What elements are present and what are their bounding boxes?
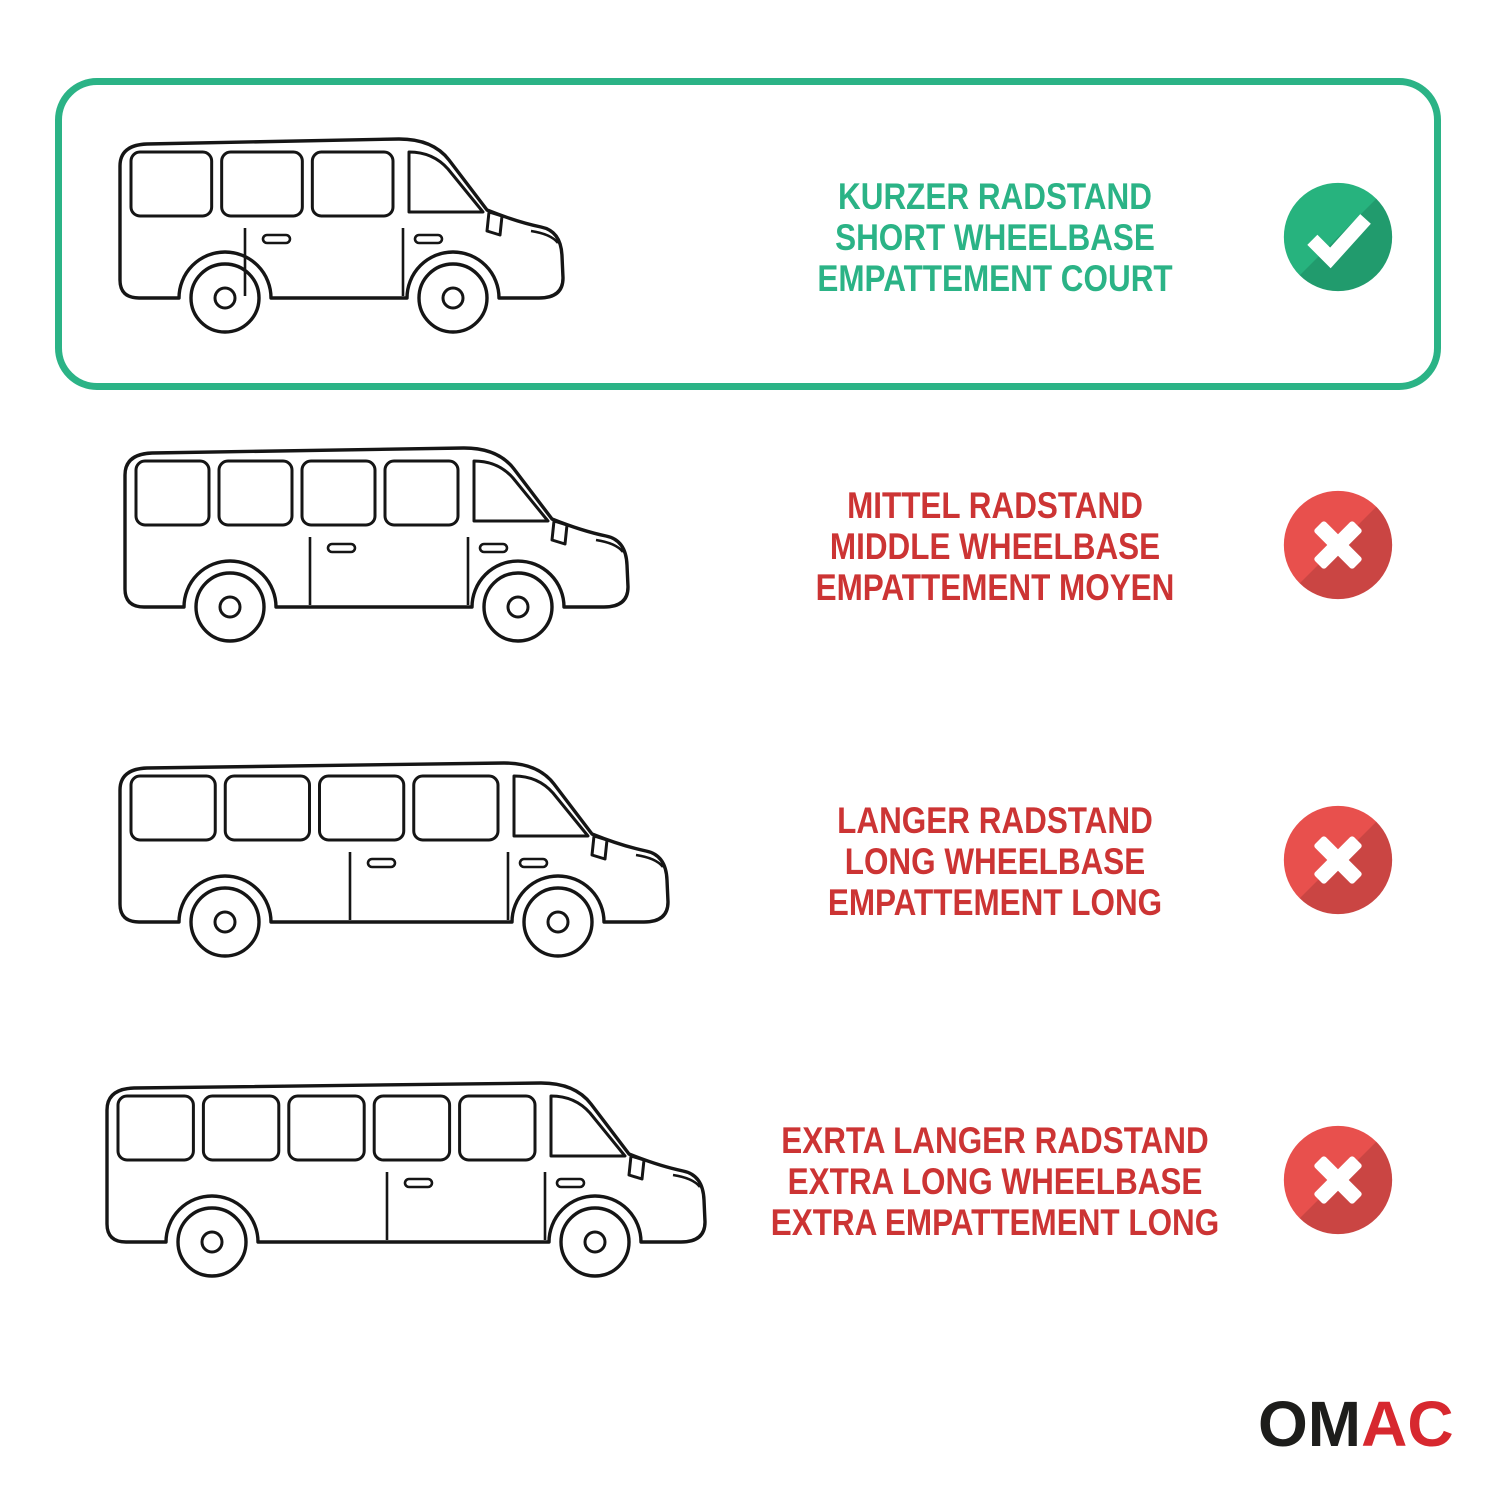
selected-option-outline <box>55 78 1441 390</box>
check-icon <box>1283 182 1393 292</box>
label-line: EMPATTEMENT COURT <box>817 258 1173 299</box>
label-line: EMPATTEMENT LONG <box>827 882 1163 923</box>
label-line: EXTRA EMPATTEMENT LONG <box>770 1202 1220 1243</box>
logo-text-ac: AC <box>1361 1388 1454 1460</box>
omac-logo: OMAC <box>1258 1392 1454 1456</box>
cross-icon <box>1283 490 1393 600</box>
option-label: LANGER RADSTAND LONG WHEELBASE EMPATTEME… <box>757 800 1233 923</box>
label-line: EXRTA LANGER RADSTAND <box>781 1120 1209 1161</box>
option-row-extra-long-wheelbase: EXRTA LANGER RADSTAND EXTRA LONG WHEELBA… <box>0 1027 1500 1339</box>
label-line: MITTEL RADSTAND <box>847 485 1143 526</box>
option-label: MITTEL RADSTAND MIDDLE WHEELBASE EMPATTE… <box>757 485 1233 608</box>
middle-wheelbase-van-illustration <box>123 446 630 643</box>
label-line: EXTRA LONG WHEELBASE <box>787 1161 1203 1202</box>
option-row-short-wheelbase: KURZER RADSTAND SHORT WHEELBASE EMPATTEM… <box>0 76 1500 392</box>
extra-long-wheelbase-van-illustration <box>105 1081 707 1278</box>
label-line: EMPATTEMENT MOYEN <box>815 567 1175 608</box>
option-row-long-wheelbase: LANGER RADSTAND LONG WHEELBASE EMPATTEME… <box>0 707 1500 1013</box>
option-label: EXRTA LANGER RADSTAND EXTRA LONG WHEELBA… <box>757 1120 1233 1243</box>
logo-text-om: OM <box>1258 1388 1362 1460</box>
label-line: KURZER RADSTAND <box>838 176 1152 217</box>
long-wheelbase-van-illustration <box>118 761 670 958</box>
label-line: LANGER RADSTAND <box>837 800 1153 841</box>
option-row-middle-wheelbase: MITTEL RADSTAND MIDDLE WHEELBASE EMPATTE… <box>0 392 1500 698</box>
option-label: KURZER RADSTAND SHORT WHEELBASE EMPATTEM… <box>757 176 1233 299</box>
short-wheelbase-van-illustration <box>118 137 565 334</box>
cross-icon <box>1283 805 1393 915</box>
label-line: MIDDLE WHEELBASE <box>829 526 1161 567</box>
label-line: SHORT WHEELBASE <box>835 217 1155 258</box>
label-line: LONG WHEELBASE <box>844 841 1146 882</box>
cross-icon <box>1283 1125 1393 1235</box>
